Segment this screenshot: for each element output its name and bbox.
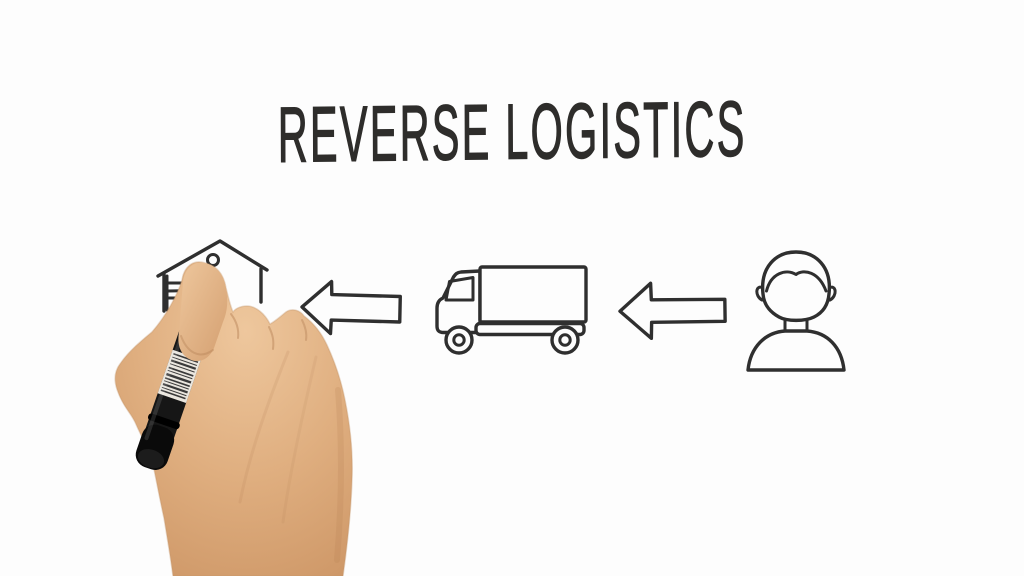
page-title: REVERSE LOGISTICS bbox=[277, 84, 747, 179]
hand-silhouette bbox=[114, 261, 353, 576]
drawing-hand bbox=[90, 260, 400, 576]
person-icon bbox=[744, 246, 850, 374]
arrow-left-icon bbox=[298, 278, 405, 340]
barcode-label bbox=[157, 349, 202, 404]
truck-icon bbox=[430, 260, 592, 358]
arrow-left-icon bbox=[617, 280, 730, 344]
index-finger bbox=[178, 262, 228, 362]
